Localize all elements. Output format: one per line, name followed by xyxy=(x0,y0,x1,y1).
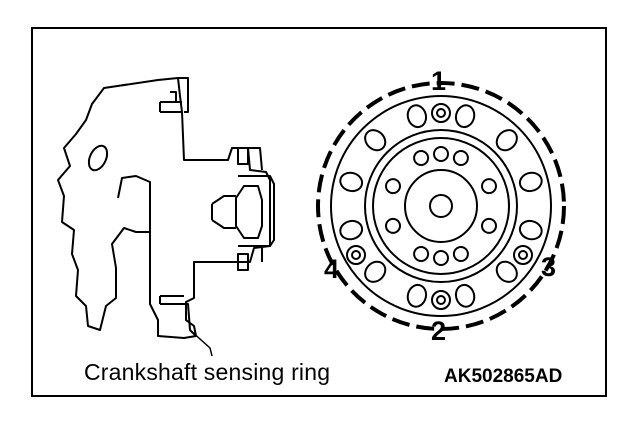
inner-hole xyxy=(481,178,497,195)
bolt-order-label-2: 2 xyxy=(431,316,447,346)
hub-inner xyxy=(235,185,263,239)
bolt-4 xyxy=(346,245,366,265)
diagram-frame xyxy=(31,27,607,397)
outer-hole xyxy=(454,283,476,308)
hub-lower-step xyxy=(250,245,263,262)
inner-hole xyxy=(413,150,430,166)
outer-hole xyxy=(339,171,364,193)
lower-bolt xyxy=(159,295,184,305)
hub-center-outer xyxy=(404,169,478,243)
center-pin xyxy=(211,195,236,229)
bolt-order-label-4: 4 xyxy=(324,254,340,284)
leader-line xyxy=(189,329,213,357)
outer-hole xyxy=(454,104,476,129)
bolt-order-label-1: 1 xyxy=(431,66,447,96)
ring-body-inner xyxy=(364,129,518,283)
front-view-sensing-ring xyxy=(316,81,566,331)
figure-code: AK502865AD xyxy=(444,366,563,387)
part-caption: Crankshaft sensing ring xyxy=(84,359,331,385)
inner-holes xyxy=(385,146,497,266)
outer-hole xyxy=(518,171,543,193)
inner-hole xyxy=(452,246,469,262)
outer-hole xyxy=(339,219,364,241)
inner-slot xyxy=(117,175,151,232)
hub-ring xyxy=(372,137,510,275)
inner-hole xyxy=(481,217,497,234)
side-view-cross-section xyxy=(57,77,275,339)
outer-hole xyxy=(518,219,543,241)
inner-hole xyxy=(413,246,430,262)
oval-hole xyxy=(87,144,109,172)
outer-hole xyxy=(364,260,387,283)
outer-hole xyxy=(495,129,518,152)
outer-hole xyxy=(406,104,428,129)
crank-body-outline xyxy=(57,77,271,339)
upper-bolt xyxy=(159,91,182,113)
outer-hole xyxy=(364,129,387,152)
outer-holes xyxy=(339,104,543,308)
ring-body-outer xyxy=(330,95,552,317)
bolt-order-label-3: 3 xyxy=(541,252,557,282)
outer-hole xyxy=(495,260,518,283)
inner-hole xyxy=(433,250,449,266)
outer-toothed-ring xyxy=(316,81,566,331)
hub-center-inner xyxy=(429,194,453,218)
inner-hole xyxy=(385,217,401,234)
bolt-2 xyxy=(431,290,451,310)
inner-hole xyxy=(433,146,449,162)
inner-hole xyxy=(452,150,469,166)
bolt-3 xyxy=(513,245,533,265)
bolt-1 xyxy=(431,103,451,123)
upper-ring-section xyxy=(178,77,189,113)
outer-hole xyxy=(406,283,428,308)
hub-key-upper xyxy=(237,147,249,165)
hub-key-lower xyxy=(237,253,249,271)
hub-boss xyxy=(238,175,275,247)
inner-hole xyxy=(385,178,401,195)
